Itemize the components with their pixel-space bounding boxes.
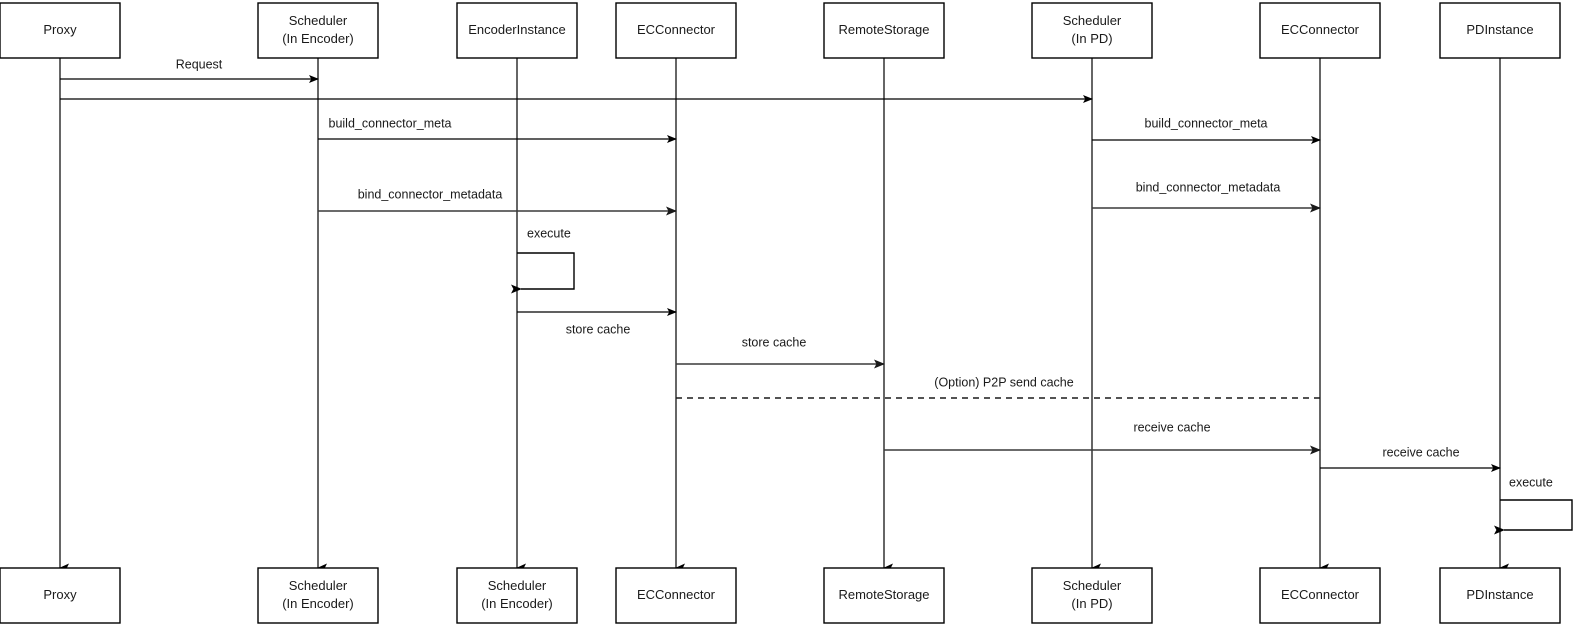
self-messages-layer: execute execute (511, 226, 1573, 535)
participant-footers: Proxy Scheduler (In Encoder) Scheduler (In E… (0, 567, 1561, 624)
participant-box (0, 567, 121, 624)
participant-box (456, 567, 578, 624)
message-label: bind_connector_metadata (358, 187, 503, 201)
participant-label: Proxy (43, 22, 77, 37)
participant-box (0, 2, 121, 59)
participant-footer-proxy[interactable]: Proxy (0, 567, 121, 624)
self-message-label: execute (1509, 475, 1553, 489)
participant-header-encoder-instance[interactable]: EncoderInstance (456, 2, 578, 59)
lifelines-layer (59, 58, 1509, 573)
message-bind-connector-metadata-enc[interactable]: bind_connector_metadata (318, 187, 677, 216)
message-label: bind_connector_metadata (1136, 180, 1281, 194)
message-label: store cache (742, 335, 807, 349)
message-receive-cache-pd[interactable]: receive cache (884, 420, 1321, 455)
message-build-connector-meta-enc[interactable]: build_connector_meta (318, 116, 677, 143)
message-store-cache-remote[interactable]: store cache (676, 335, 885, 369)
self-message-execute-pd[interactable]: execute (1494, 475, 1573, 535)
participant-label: PDInstance (1466, 22, 1533, 37)
participant-box (823, 567, 945, 624)
participant-box (1259, 567, 1381, 624)
participant-header-scheduler-enc[interactable]: Scheduler (In Encoder) (257, 2, 379, 59)
message-build-connector-meta-pd[interactable]: build_connector_meta (1092, 116, 1321, 144)
participant-box (1439, 567, 1561, 624)
participant-box (615, 567, 737, 624)
participant-label-line2: (In Encoder) (282, 596, 354, 611)
participant-box (823, 2, 945, 59)
participant-header-ecconnector-enc[interactable]: ECConnector (615, 2, 737, 59)
participant-label-line1: Scheduler (289, 13, 348, 28)
participant-label-line2: (In PD) (1071, 31, 1112, 46)
participant-label: ECConnector (637, 587, 716, 602)
participant-box (456, 2, 578, 59)
participant-box (257, 2, 379, 59)
participant-label-line1: Scheduler (1063, 13, 1122, 28)
participant-label-line2: (In Encoder) (282, 31, 354, 46)
message-label: receive cache (1382, 445, 1459, 459)
message-label: Request (176, 57, 223, 71)
message-label: build_connector_meta (329, 116, 452, 130)
message-label: store cache (566, 322, 631, 336)
participant-footer-ecconnector-enc[interactable]: ECConnector (615, 567, 737, 624)
message-bind-connector-metadata-pd[interactable]: bind_connector_metadata (1092, 180, 1321, 213)
participant-box (1259, 2, 1381, 59)
participant-label: ECConnector (1281, 587, 1360, 602)
participant-label-line1: Scheduler (488, 578, 547, 593)
messages-layer: Request build_connector_meta build_connect… (60, 57, 1501, 472)
participant-footer-scheduler-pd[interactable]: Scheduler (In PD) (1031, 567, 1153, 624)
participant-footer-encoder-instance[interactable]: Scheduler (In Encoder) (456, 567, 578, 624)
self-message-path (1494, 499, 1573, 535)
message-label: (Option) P2P send cache (934, 375, 1073, 389)
participant-label: PDInstance (1466, 587, 1533, 602)
participant-box (615, 2, 737, 59)
participant-label-line2: (In Encoder) (481, 596, 553, 611)
participant-footer-pdinstance[interactable]: PDInstance (1439, 567, 1561, 624)
participant-label: RemoteStorage (838, 22, 929, 37)
participant-header-pdinstance[interactable]: PDInstance (1439, 2, 1561, 59)
message-label: build_connector_meta (1145, 116, 1268, 130)
participant-footer-ecconnector-pd[interactable]: ECConnector (1259, 567, 1381, 624)
participant-header-ecconnector-pd[interactable]: ECConnector (1259, 2, 1381, 59)
participant-footer-remote-storage[interactable]: RemoteStorage (823, 567, 945, 624)
message-request[interactable]: Request (60, 57, 319, 83)
participant-headers: Proxy Scheduler (In Encoder) EncoderInstanc… (0, 2, 1561, 59)
participant-label-line1: Scheduler (1063, 578, 1122, 593)
message-p2p-send-cache[interactable]: (Option) P2P send cache (676, 375, 1320, 399)
self-message-label: execute (527, 226, 571, 240)
message-receive-cache-instance[interactable]: receive cache (1320, 445, 1501, 472)
participant-header-proxy[interactable]: Proxy (0, 2, 121, 59)
participant-label-line1: Scheduler (289, 578, 348, 593)
participant-header-scheduler-pd[interactable]: Scheduler (In PD) (1031, 2, 1153, 59)
participant-header-remote-storage[interactable]: RemoteStorage (823, 2, 945, 59)
participant-box (1439, 2, 1561, 59)
participant-box (1031, 567, 1153, 624)
participant-box (257, 567, 379, 624)
participant-box (1031, 2, 1153, 59)
participant-label: EncoderInstance (468, 22, 566, 37)
participant-label: Proxy (43, 587, 77, 602)
self-message-execute-encoder[interactable]: execute (511, 226, 575, 294)
message-store-cache-local[interactable]: store cache (517, 308, 677, 336)
message-label: receive cache (1133, 420, 1210, 434)
participant-label: ECConnector (637, 22, 716, 37)
participant-label: ECConnector (1281, 22, 1360, 37)
participant-label-line2: (In PD) (1071, 596, 1112, 611)
self-message-path (511, 252, 575, 294)
participant-footer-scheduler-enc[interactable]: Scheduler (In Encoder) (257, 567, 379, 624)
participant-label: RemoteStorage (838, 587, 929, 602)
